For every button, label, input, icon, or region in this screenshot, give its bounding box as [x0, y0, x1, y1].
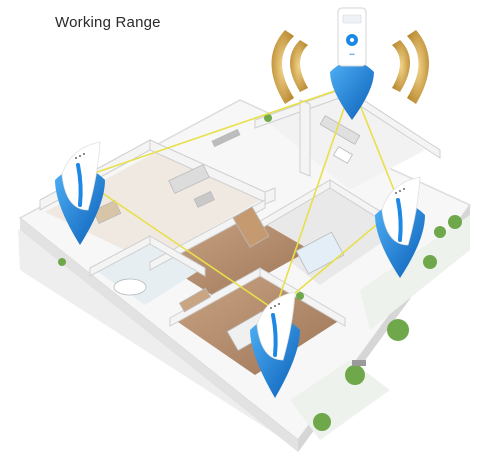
wave-left-icon: [271, 30, 308, 104]
kitchen-counter: [319, 115, 361, 145]
svg-text:•••: •••: [349, 52, 355, 58]
coffee-table: [193, 191, 215, 208]
wave-right-icon: [392, 30, 429, 104]
dining-table: [92, 200, 122, 224]
receiver-pin-kitchen: [375, 176, 425, 278]
plants: [58, 114, 462, 431]
living-room-floor: [45, 150, 265, 262]
table-legs: [352, 360, 366, 366]
transmitter-pin: •••: [330, 7, 374, 120]
bathtub: [113, 278, 147, 296]
receiver-pin-bedroom: [250, 291, 300, 398]
tv-stand: [211, 128, 241, 148]
wardrobe: [178, 287, 212, 313]
furniture: [92, 115, 361, 352]
sofa: [168, 164, 210, 194]
bed: [295, 231, 345, 275]
kitchen-cabinet: [232, 206, 270, 248]
page-title: Working Range: [55, 14, 161, 31]
sink: [333, 146, 353, 164]
walls: [39, 87, 441, 327]
hall-floor: [160, 215, 310, 300]
receiver-pin-living-room: [55, 141, 105, 245]
balcony-right: [360, 215, 470, 330]
